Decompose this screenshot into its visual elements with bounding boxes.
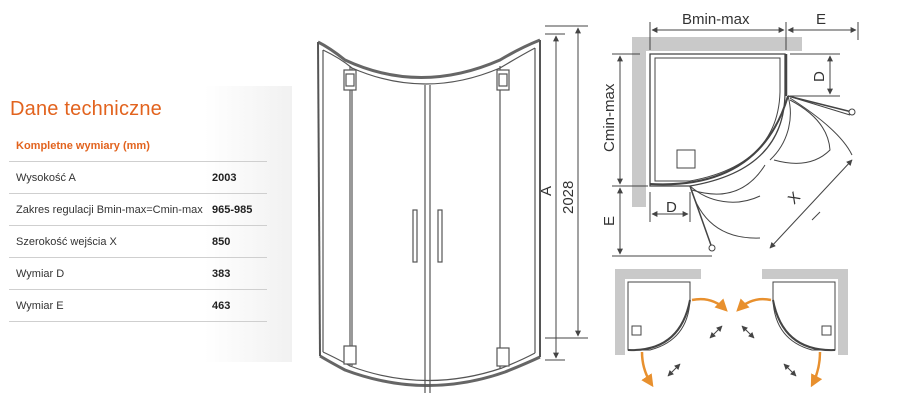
spec-row: Wysokość A 2003 bbox=[9, 161, 267, 194]
label-height-2028: 2028 bbox=[560, 181, 577, 214]
label-d-bottom: D bbox=[666, 199, 677, 216]
label-cmin-max: Cmin-max bbox=[601, 83, 618, 152]
label-x: X bbox=[785, 189, 804, 208]
wall-top bbox=[632, 37, 802, 51]
label-e-top: E bbox=[816, 11, 826, 28]
spec-row: Zakres regulacji Bmin-max=Cmin-max 965-9… bbox=[9, 193, 267, 226]
spec-row-value: 2003 bbox=[212, 161, 267, 194]
spec-row: Szerokość wejścia X 850 bbox=[9, 225, 267, 258]
label-height-a: A bbox=[538, 186, 555, 196]
wall-left bbox=[632, 37, 646, 207]
spec-table: Wysokość A 2003 Zakres regulacji Bmin-ma… bbox=[9, 161, 267, 322]
spec-row: Wymiar D 383 bbox=[9, 257, 267, 290]
spec-row-label: Zakres regulacji Bmin-max=Cmin-max bbox=[9, 193, 212, 226]
spec-row-label: Wysokość A bbox=[9, 161, 212, 194]
spec-row-value: 850 bbox=[212, 225, 267, 258]
label-bmin-max: Bmin-max bbox=[682, 11, 750, 28]
spec-row-value: 463 bbox=[212, 289, 267, 322]
spec-row: Wymiar E 463 bbox=[9, 289, 267, 322]
spec-row-label: Wymiar D bbox=[9, 257, 212, 290]
door-opening-left bbox=[615, 269, 728, 388]
label-d-right: D bbox=[811, 71, 828, 82]
spec-row-value: 383 bbox=[212, 257, 267, 290]
spec-subtitle: Kompletne wymiary (mm) bbox=[16, 140, 150, 152]
shower-elevation bbox=[317, 38, 541, 393]
spec-panel: Dane techniczne Kompletne wymiary (mm) W… bbox=[0, 86, 292, 362]
plan-view: Bmin-max E D Cmin-max E D X bbox=[601, 11, 859, 257]
label-e-left: E bbox=[601, 216, 618, 226]
spec-row-label: Szerokość wejścia X bbox=[9, 225, 212, 258]
door-opening-right bbox=[736, 269, 848, 388]
height-dimensions bbox=[545, 25, 588, 361]
spec-row-label: Wymiar E bbox=[9, 289, 212, 322]
spec-row-value: 965-985 bbox=[212, 193, 267, 226]
spec-title: Dane techniczne bbox=[10, 98, 162, 120]
